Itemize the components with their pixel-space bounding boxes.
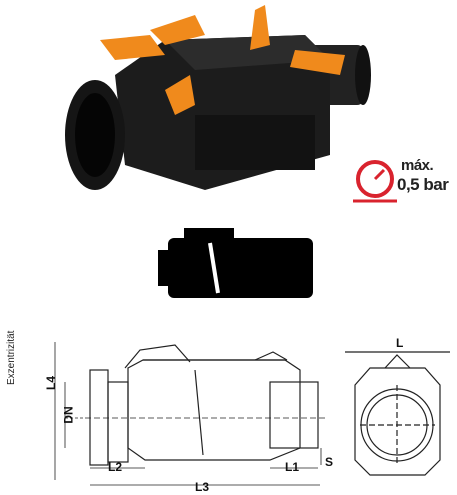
socket-inner [107,381,129,463]
front-handle-outline [384,354,411,369]
handle-back-left-icon [150,15,205,45]
dim-l2-label: L2 [108,460,123,474]
dim-l-label: L [396,336,404,350]
spigot-outline [269,381,319,449]
dim-l3-label: L3 [195,480,210,494]
dim-dn-label: DN [61,406,76,424]
socket-outline [89,369,109,466]
valve-lid [165,35,330,70]
front-body-outline [354,367,441,476]
pressure-badge: máx. 0,5 bar [353,153,453,205]
front-elevation-drawing [345,351,450,476]
right-spigot-end [355,45,371,105]
valve-symbol-icon [158,228,313,298]
handle-left-icon [100,35,165,60]
backwater-valve-render [65,5,371,190]
pressure-gauge-icon [353,160,397,203]
eccentricity-caption: Exzentrizität [6,330,17,385]
side-elevation-drawing [54,342,325,486]
dim-l1-label: L1 [285,460,300,474]
left-socket-opening [75,93,115,177]
flap-line [194,369,204,456]
body-outline [127,359,301,461]
handle-top-icon [250,5,270,50]
pressure-max-label: máx. [401,157,434,174]
handle-front-icon [165,75,195,115]
handle-outline-right [254,351,288,361]
dim-s-label: S [325,455,334,469]
handle-right-icon [290,50,345,75]
handle-outline [124,344,191,369]
dim-l4-label: L4 [44,375,59,391]
valve-front-panel [195,115,315,170]
pressure-value-label: 0,5 bar [397,175,449,194]
